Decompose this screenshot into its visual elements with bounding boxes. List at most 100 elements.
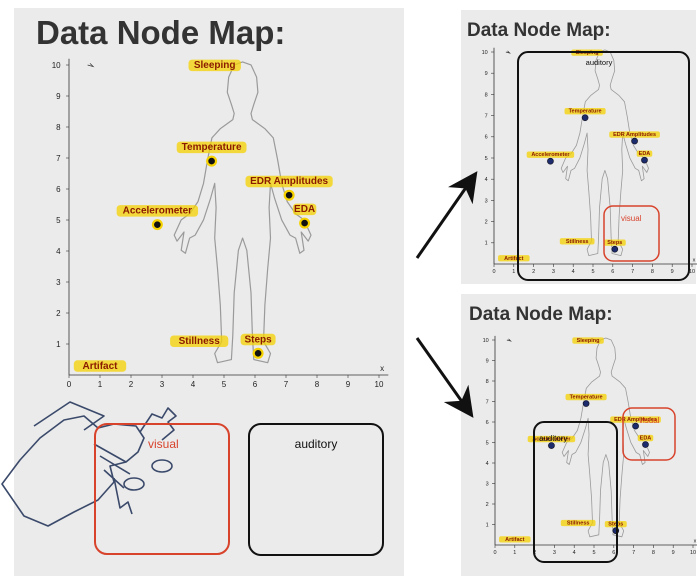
x-tick-label: 6	[612, 550, 615, 556]
node-temperature: Temperature	[565, 393, 607, 408]
node-label: EDA	[294, 204, 315, 215]
visual-label: visual	[639, 416, 660, 425]
node-label: Stillness	[179, 336, 221, 347]
node-steps: Steps	[240, 333, 276, 359]
y-tick-label: 4	[486, 461, 489, 467]
node-label: Steps	[608, 522, 623, 528]
node-label: Temperature	[569, 109, 602, 115]
node-dot	[208, 157, 215, 165]
y-tick-label: 3	[486, 481, 489, 487]
visual-box	[622, 407, 676, 461]
x-tick-label: 10	[690, 550, 696, 556]
node-label: EDR Amplitudes	[250, 176, 328, 187]
label-highlight	[73, 360, 127, 372]
label-highlight	[526, 151, 575, 158]
x-tick-label: 3	[553, 550, 556, 556]
node-dot	[301, 219, 308, 227]
x-tick-label: 3	[160, 380, 165, 389]
x-tick-label: 9	[346, 380, 351, 389]
label-highlight	[527, 435, 576, 443]
y-tick-label: 6	[485, 135, 488, 141]
y-tick-label: 2	[486, 502, 489, 508]
label-highlight	[604, 520, 627, 528]
x-tick-label: 0	[493, 550, 496, 556]
x-tick-label: 4	[191, 380, 196, 389]
x-tick-label: 1	[512, 269, 515, 275]
x-tick-label: 8	[315, 380, 320, 389]
node-artifact: Artifact	[498, 255, 530, 262]
label-highlight	[245, 175, 333, 188]
label-highlight	[637, 434, 654, 442]
y-tick-label: 1	[485, 241, 488, 247]
x-tick-label: 6	[611, 269, 614, 275]
node-temperature: Temperature	[564, 108, 606, 122]
y-tick-label: 3	[56, 278, 61, 287]
y-tick-label: 5	[486, 440, 489, 446]
label-highlight	[116, 205, 199, 217]
y-tick-label: 9	[56, 92, 61, 101]
node-label: EDR Amplitudes	[614, 417, 657, 423]
y-tick-label: 8	[56, 123, 61, 132]
x-tick-label: 9	[672, 550, 675, 556]
x-tick-label: 0	[492, 269, 495, 275]
top-right-title: Data Node Map:	[467, 20, 611, 41]
node-dot	[547, 157, 554, 165]
node-sleeping: Sleeping	[572, 337, 604, 344]
node-accelerometer: Accelerometer	[116, 205, 199, 231]
visual-box	[603, 205, 660, 262]
y-tick-label: 10	[52, 61, 61, 70]
x-tick-label: 6	[253, 380, 258, 389]
node-edr-amplitudes: EDR Amplitudes	[609, 131, 660, 145]
label-highlight	[292, 203, 317, 216]
node-label: Artifact	[504, 256, 523, 262]
y-tick-label: 4	[56, 247, 61, 256]
node-dot	[548, 442, 555, 449]
label-highlight	[560, 519, 596, 527]
node-label: Steps	[244, 334, 272, 345]
x-tick-label: 7	[631, 269, 634, 275]
node-label: EDR Amplitudes	[613, 132, 656, 138]
y-tick-label: 9	[486, 358, 489, 364]
node-eda: EDA	[292, 203, 317, 229]
x-tick-label: 5	[591, 269, 594, 275]
node-label: EDA	[639, 151, 651, 157]
y-tick-label: 8	[486, 379, 489, 385]
node-label: Accelerometer	[531, 152, 570, 158]
node-label: Sleeping	[194, 60, 236, 71]
node-accelerometer: Accelerometer	[526, 151, 575, 165]
node-label: Temperature	[570, 395, 603, 401]
x-tick-label: 4	[573, 550, 576, 556]
y-tick-label: 8	[485, 92, 488, 98]
node-dot	[254, 349, 262, 357]
arrow-to-bottom-right	[415, 337, 474, 418]
y-tick-label: 1	[486, 522, 489, 528]
node-eda: EDA	[637, 434, 654, 449]
node-stillness: Stillness	[170, 335, 229, 347]
node-dot	[285, 191, 293, 199]
y-tick-label: 9	[485, 71, 488, 77]
axis-marker-icon	[505, 50, 511, 54]
label-highlight	[603, 239, 626, 246]
node-edr-amplitudes: EDR Amplitudes	[245, 175, 333, 201]
x-axis-label: x	[693, 257, 696, 263]
node-artifact: Artifact	[73, 360, 127, 372]
node-label: Stillness	[567, 521, 590, 527]
visual-label: visual	[148, 437, 179, 451]
node-accelerometer: Accelerometer	[527, 435, 576, 450]
x-tick-label: 1	[98, 380, 103, 389]
x-tick-label: 2	[129, 380, 134, 389]
x-tick-label: 1	[513, 550, 516, 556]
x-tick-label: 8	[651, 269, 654, 275]
label-highlight	[170, 335, 229, 347]
node-label: Steps	[607, 240, 622, 246]
